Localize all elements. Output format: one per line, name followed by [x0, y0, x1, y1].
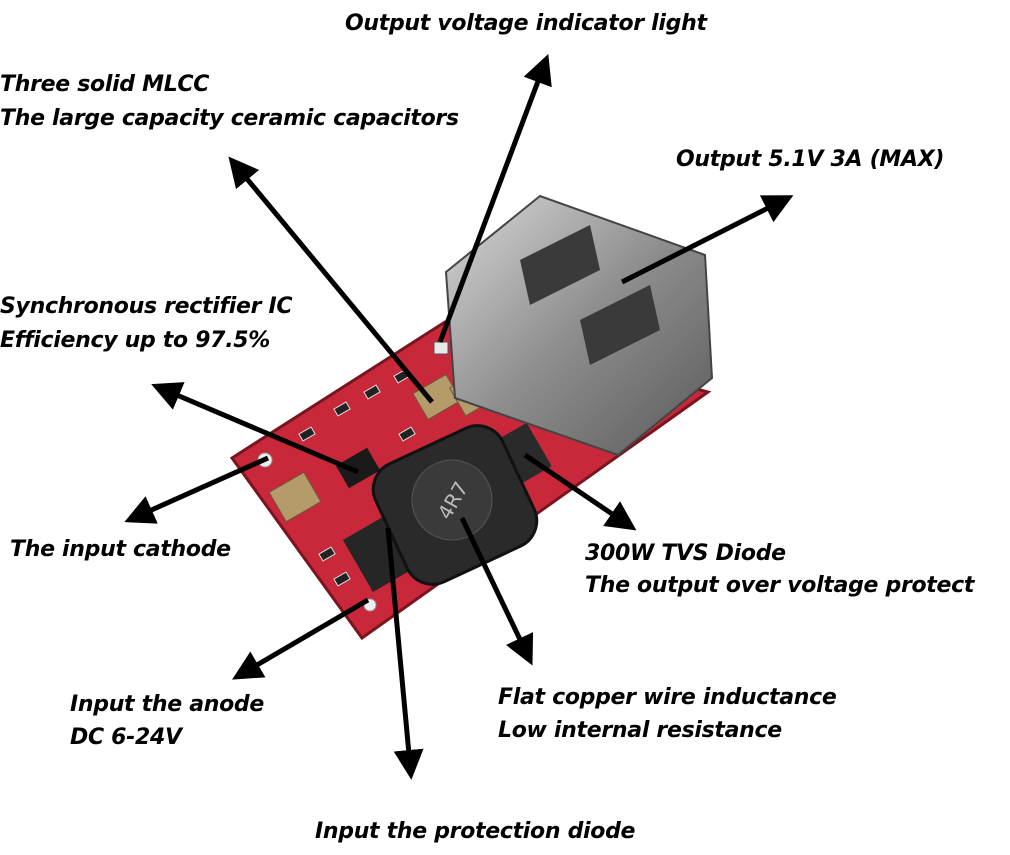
label-anode-voltage: DC 6-24V: [70, 725, 182, 750]
arrow-inductance: [459, 516, 534, 666]
label-tvs-title: 300W TVS Diode: [585, 541, 786, 566]
label-inductance-desc: Low internal resistance: [498, 718, 782, 743]
rectifier-ic: [335, 447, 381, 489]
tvs-diode: [490, 422, 552, 488]
usb-port: [444, 194, 714, 457]
arrow-input-anode: [232, 597, 370, 680]
mlcc-capacitor: [268, 471, 322, 523]
arrow-tvs-diode: [523, 452, 637, 531]
arrow-rectifier-ic: [151, 382, 359, 475]
label-anode-title: Input the anode: [70, 692, 264, 717]
indicator-led: [433, 341, 449, 355]
arrow-mlcc: [228, 156, 434, 404]
label-ic-title: Synchronous rectifier IC: [0, 294, 293, 319]
arrow-input-cathode: [124, 455, 270, 524]
label-tvs-desc: The output over voltage protect: [585, 573, 975, 598]
label-mlcc-title: Three solid MLCC: [0, 72, 210, 97]
arrow-output: [620, 195, 794, 285]
label-output: Output 5.1V 3A (MAX): [676, 147, 945, 172]
label-inductance-title: Flat copper wire inductance: [498, 685, 837, 710]
arrow-indicator-light: [437, 53, 552, 343]
label-ic-desc: Efficiency up to 97.5%: [0, 328, 271, 353]
label-protection-diode: Input the protection diode: [315, 819, 636, 844]
arrow-protection-diode: [385, 527, 424, 780]
label-indicator-light: Output voltage indicator light: [345, 11, 707, 36]
label-mlcc-desc: The large capacity ceramic capacitors: [0, 106, 459, 131]
label-input-cathode: The input cathode: [10, 537, 231, 562]
